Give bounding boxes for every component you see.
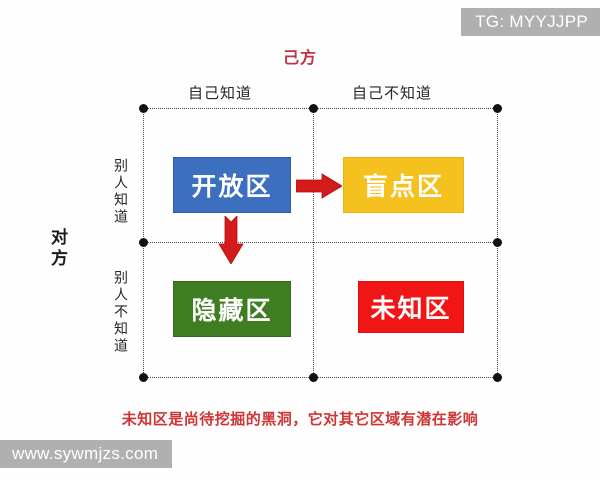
resize-handle-bottom-center[interactable]: [308, 372, 318, 382]
quadrant-frame: [138, 103, 502, 382]
watermark-bottom-left: www.sywmjzs.com: [0, 440, 173, 468]
frame-line-top: [143, 108, 497, 109]
arrow-down-icon: [218, 216, 244, 264]
top-axis-title: 己方: [282, 48, 317, 67]
diagram-caption: 未知区是尚待挖掘的黑洞，它对其它区域有潜在影响: [121, 410, 479, 428]
quadrant-unknown-area[interactable]: 未知区: [358, 281, 464, 333]
quadrant-hidden-area[interactable]: 隐藏区: [173, 281, 291, 337]
frame-line-middle: [143, 242, 497, 243]
column-header-self-unknown: 自己不知道: [352, 84, 433, 102]
left-axis-title: 对方: [47, 228, 67, 270]
frame-line-center: [313, 108, 314, 377]
resize-handle-bottom-right[interactable]: [492, 372, 502, 382]
resize-handle-middle-right[interactable]: [492, 237, 502, 247]
resize-handle-middle-left[interactable]: [138, 237, 148, 247]
watermark-top-right: TG: MYYJJPP: [461, 8, 600, 36]
quadrant-blind-spot[interactable]: 盲点区: [343, 157, 464, 213]
resize-handle-top-left[interactable]: [138, 103, 148, 113]
resize-handle-top-right[interactable]: [492, 103, 502, 113]
frame-line-bottom: [143, 377, 497, 378]
row-header-others-known: 别人知道: [112, 158, 128, 226]
row-header-others-unknown: 别人不知道: [112, 270, 128, 355]
quadrant-open-area[interactable]: 开放区: [173, 157, 291, 213]
column-header-self-known: 自己知道: [188, 84, 253, 102]
resize-handle-bottom-left[interactable]: [138, 372, 148, 382]
resize-handle-top-center[interactable]: [308, 103, 318, 113]
arrow-right-icon: [296, 173, 342, 199]
